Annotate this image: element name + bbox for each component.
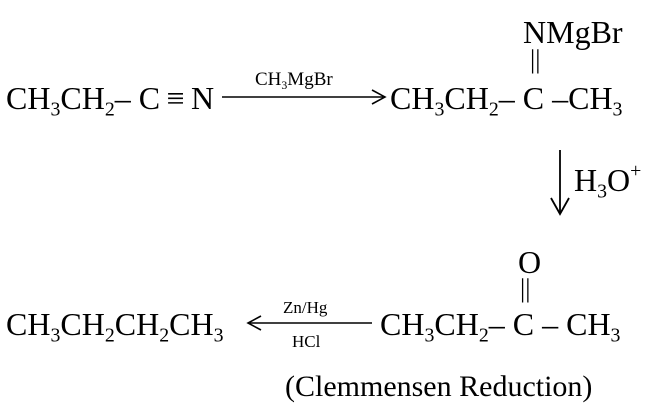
product-butanone: CH3CH2– C – CH3	[380, 306, 621, 347]
reagent-hcl: HCl	[292, 332, 321, 351]
imine-double-bond: ||	[530, 45, 541, 74]
arrow-step2	[550, 150, 570, 216]
ketone-double-bond: ||	[520, 274, 531, 303]
reagent-zn-hg: Zn/Hg	[283, 298, 328, 317]
arrow-step1	[222, 89, 387, 105]
reactant-propanenitrile: CH3CH2– C ≡ N	[6, 80, 215, 121]
reagent-hydronium: H3O+	[574, 160, 642, 203]
product-imine-salt: CH3CH2– C –CH3	[390, 80, 623, 121]
reaction-name-label: (Clemmensen Reduction)	[285, 370, 593, 403]
arrow-step3	[246, 315, 372, 331]
product-butane: CH3CH2CH2CH3	[6, 306, 224, 347]
imine-substituent-nmgbr: NMgBr	[523, 14, 623, 50]
reagent-grignard: CH3MgBr	[255, 69, 333, 92]
ketone-oxygen: O	[518, 244, 542, 280]
